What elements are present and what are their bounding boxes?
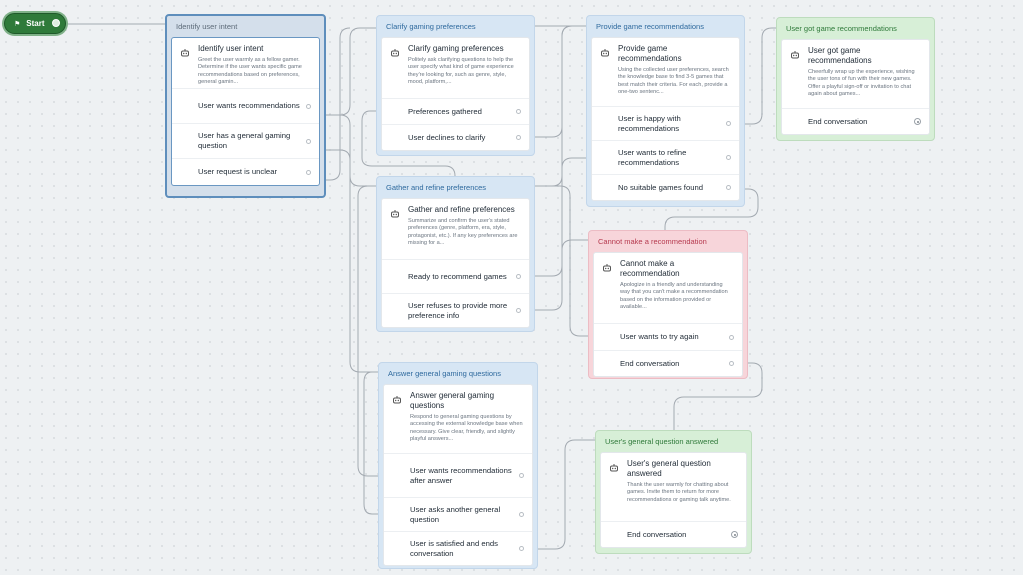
node-card[interactable]: User's general question answered Thank t… xyxy=(600,452,747,548)
option-preferences-gathered[interactable]: Preferences gathered xyxy=(382,98,529,124)
edge-another-answer xyxy=(363,371,379,515)
node-title: Answer general gaming questions xyxy=(388,369,501,378)
option-port[interactable] xyxy=(729,361,734,366)
option-refine-recommendations[interactable]: User wants to refine recommendations xyxy=(592,140,739,174)
node-clarify-gaming-preferences[interactable]: Clarify gaming preferences Clarify gamin… xyxy=(376,15,535,156)
node-card[interactable]: Identify user intent Greet the user warm… xyxy=(171,37,320,186)
card-title: Cannot make a recommendation xyxy=(620,259,680,278)
card-title: Answer general gaming questions xyxy=(410,391,495,410)
node-title: Cannot make a recommendation xyxy=(598,237,707,246)
node-identify-user-intent[interactable]: Identify user intent Identify user inten… xyxy=(165,14,326,198)
option-port[interactable] xyxy=(519,473,524,478)
robot-icon xyxy=(390,205,403,254)
card-description: Summarize and confirm the user's stated … xyxy=(408,218,518,247)
option-happy-with-recommendations[interactable]: User is happy with recommendations xyxy=(592,106,739,140)
option-port[interactable] xyxy=(726,185,731,190)
option-port[interactable] xyxy=(519,546,524,551)
option-wants-recommendations[interactable]: User wants recommendations xyxy=(172,88,319,123)
option-port[interactable] xyxy=(516,308,521,313)
option-end-conversation[interactable]: End conversation xyxy=(594,350,742,376)
option-end-conversation[interactable]: End conversation xyxy=(782,108,929,134)
start-label: Start xyxy=(26,19,45,28)
card-description: Using the collected user preferences, se… xyxy=(618,67,729,96)
node-gather-refine-preferences[interactable]: Gather and refine preferences Gather and… xyxy=(376,176,535,332)
option-port[interactable] xyxy=(306,138,311,144)
robot-icon xyxy=(600,44,613,101)
option-port[interactable] xyxy=(516,274,521,279)
node-card[interactable]: Clarify gaming preferences Politely ask … xyxy=(381,37,530,151)
option-end-conversation[interactable]: End conversation xyxy=(601,521,746,547)
robot-icon xyxy=(392,391,405,448)
flag-icon: ⚑ xyxy=(14,20,21,28)
card-description: Respond to general gaming questions by a… xyxy=(410,414,523,443)
option-request-unclear[interactable]: User request is unclear xyxy=(172,158,319,185)
option-try-again[interactable]: User wants to try again xyxy=(594,323,742,350)
node-question-answered[interactable]: User's general question answered User's … xyxy=(595,430,752,554)
option-satisfied-ends[interactable]: User is satisfied and ends conversation xyxy=(384,531,532,565)
node-title: User's general question answered xyxy=(605,437,719,446)
end-circle-icon[interactable] xyxy=(731,531,738,538)
node-card[interactable]: Gather and refine preferences Summarize … xyxy=(381,198,530,328)
node-user-got-recommendations[interactable]: User got game recommendations User got g… xyxy=(776,17,935,141)
card-description: Cheerfully wrap up the experience, wishi… xyxy=(808,69,915,98)
robot-icon xyxy=(390,44,403,93)
option-declines-clarify[interactable]: User declines to clarify xyxy=(382,124,529,150)
option-port[interactable] xyxy=(516,109,521,114)
node-cannot-recommend[interactable]: Cannot make a recommendation Cannot make… xyxy=(588,230,748,379)
robot-icon xyxy=(602,259,615,318)
card-description: Greet the user warmly as a fellow gamer.… xyxy=(198,57,302,86)
card-description: Thank the user warmly for chatting about… xyxy=(627,482,731,503)
node-card[interactable]: User got game recommendations Cheerfully… xyxy=(781,39,930,135)
option-port[interactable] xyxy=(726,155,731,160)
robot-icon xyxy=(609,459,622,516)
robot-icon xyxy=(180,44,193,83)
node-card[interactable]: Provide game recommendations Using the c… xyxy=(591,37,740,201)
node-provide-recommendations[interactable]: Provide game recommendations Provide gam… xyxy=(586,15,745,207)
card-title: User's general question answered xyxy=(627,459,711,478)
robot-icon xyxy=(790,46,803,103)
node-card[interactable]: Answer general gaming questions Respond … xyxy=(383,384,533,566)
node-title: Gather and refine preferences xyxy=(386,183,487,192)
start-port[interactable] xyxy=(52,19,60,27)
node-title: Provide game recommendations xyxy=(596,22,704,31)
option-ready-to-recommend[interactable]: Ready to recommend games xyxy=(382,259,529,293)
edge-satisfied-answered xyxy=(528,439,595,550)
node-title: Identify user intent xyxy=(176,22,238,31)
card-title: Gather and refine preferences xyxy=(408,205,515,214)
option-another-question[interactable]: User asks another general question xyxy=(384,497,532,531)
option-no-suitable-games[interactable]: No suitable games found xyxy=(592,174,739,200)
card-description: Politely ask clarifying questions to hel… xyxy=(408,57,514,86)
option-port[interactable] xyxy=(306,103,311,109)
start-node[interactable]: ⚑ Start xyxy=(4,13,66,34)
card-description: Apologize in a friendly and understandin… xyxy=(620,282,728,311)
end-circle-icon[interactable] xyxy=(914,118,921,125)
option-port[interactable] xyxy=(729,334,734,340)
option-port[interactable] xyxy=(516,135,521,140)
card-title: Identify user intent xyxy=(198,44,264,53)
node-title: User got game recommendations xyxy=(786,24,897,33)
option-port[interactable] xyxy=(306,169,311,175)
node-card[interactable]: Cannot make a recommendation Apologize i… xyxy=(593,252,743,377)
option-general-question[interactable]: User has a general gaming question xyxy=(172,123,319,158)
option-port[interactable] xyxy=(519,512,524,517)
card-title: Provide game recommendations xyxy=(618,44,682,63)
option-rec-after-answer[interactable]: User wants recommendations after answer xyxy=(384,453,532,497)
node-answer-general-questions[interactable]: Answer general gaming questions Answer g… xyxy=(378,362,538,569)
card-title: Clarify gaming preferences xyxy=(408,44,504,53)
option-refuses-preference-info[interactable]: User refuses to provide more preference … xyxy=(382,293,529,327)
card-title: User got game recommendations xyxy=(808,46,872,65)
node-title: Clarify gaming preferences xyxy=(386,22,476,31)
option-port[interactable] xyxy=(726,121,731,126)
